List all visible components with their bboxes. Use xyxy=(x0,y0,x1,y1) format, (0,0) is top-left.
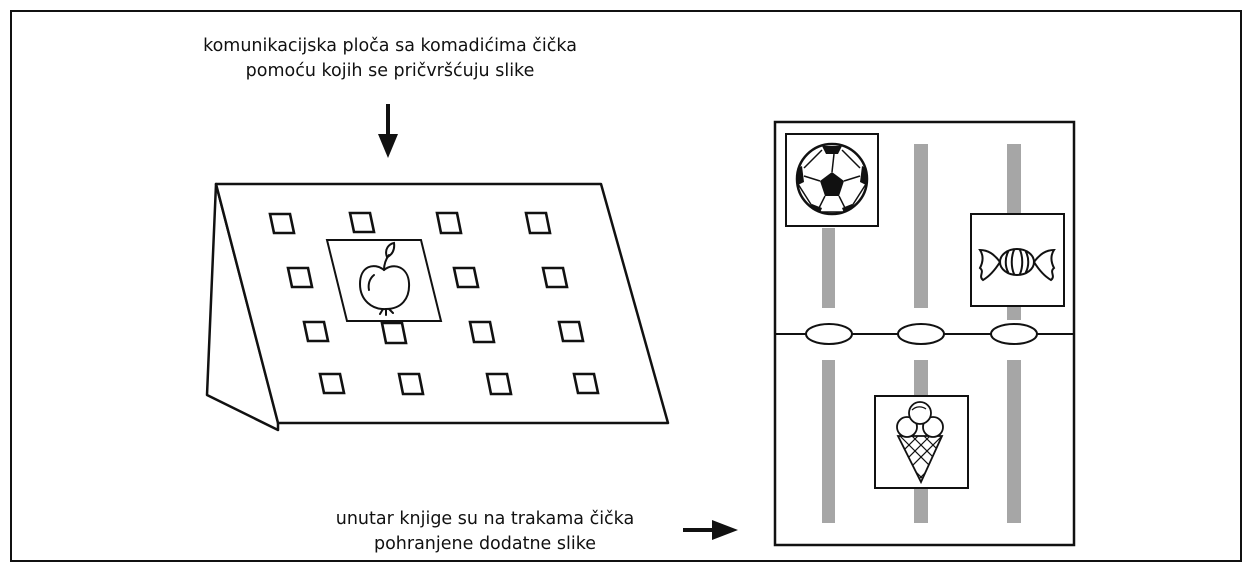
velcro-piece xyxy=(452,266,480,289)
velcro-strips xyxy=(822,144,1021,523)
candy-icon xyxy=(978,248,1056,282)
ice-cream-card xyxy=(874,395,969,489)
velcro-piece xyxy=(348,211,376,234)
binding-ring xyxy=(990,323,1038,345)
velcro-strip xyxy=(822,360,835,523)
apple-picture-card xyxy=(325,239,443,322)
velcro-piece xyxy=(302,320,330,343)
soccer-ball-icon xyxy=(795,142,869,216)
diagram-frame xyxy=(10,10,1242,562)
velcro-piece xyxy=(557,320,585,343)
velcro-piece xyxy=(524,211,552,235)
velcro-piece xyxy=(268,212,296,235)
velcro-strip xyxy=(822,228,835,308)
board-caption-line-1: komunikacijska ploča sa komadićima čička xyxy=(203,36,577,56)
velcro-strip xyxy=(914,360,928,396)
velcro-strip xyxy=(914,144,928,308)
velcro-piece xyxy=(572,372,600,395)
arrow-down-icon xyxy=(378,104,398,158)
arrow-right-icon xyxy=(683,520,738,540)
book-caption-line-2: pohranjene dodatne slike xyxy=(373,534,596,554)
velcro-piece xyxy=(435,211,463,235)
velcro-strip xyxy=(914,488,928,523)
velcro-piece xyxy=(286,266,314,289)
candy-card xyxy=(970,213,1065,307)
velcro-piece xyxy=(485,372,513,396)
binding-ring xyxy=(897,323,945,345)
book-caption-line-1: unutar knjige su na trakama čička xyxy=(335,509,635,529)
velcro-piece xyxy=(397,372,425,396)
soccer-ball-card xyxy=(785,133,879,227)
velcro-strip xyxy=(1007,306,1021,320)
velcro-piece xyxy=(318,372,346,395)
book-caption: unutar knjige su na trakama čička pohran… xyxy=(320,507,650,557)
velcro-piece xyxy=(468,320,496,344)
picture-book xyxy=(773,120,1076,547)
binding-rings xyxy=(805,323,1038,345)
velcro-piece xyxy=(541,266,569,289)
velcro-strip xyxy=(1007,144,1021,216)
board-caption: komunikacijska ploča sa komadićima čička… xyxy=(190,34,590,84)
board-caption-line-2: pomoću kojih se pričvršćuju slike xyxy=(245,61,535,81)
velcro-strip xyxy=(1007,360,1021,523)
velcro-piece xyxy=(380,321,408,345)
binding-ring xyxy=(805,323,853,345)
apple-icon xyxy=(358,241,411,316)
velcro-pieces xyxy=(268,211,600,396)
